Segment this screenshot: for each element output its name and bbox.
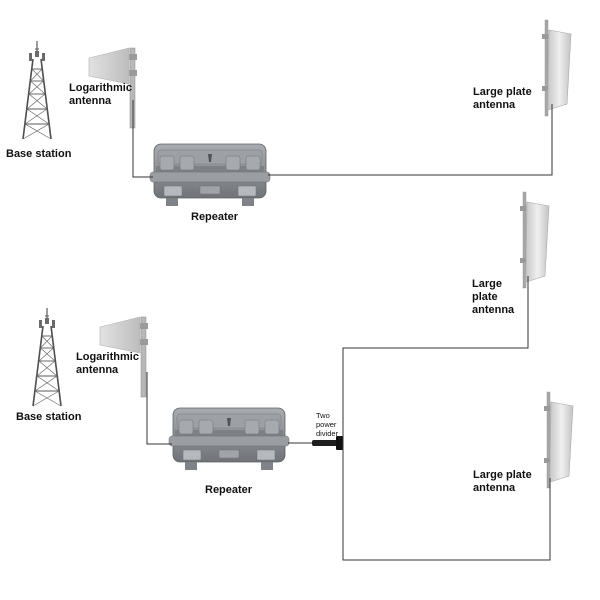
repeater-label-1: Repeater	[191, 211, 239, 223]
cable-divider-to-plate-3	[342, 443, 551, 561]
logarithmic-antenna-label-1: Logarithmic antenna	[69, 82, 132, 107]
logarithmic-antenna-label-2: Logarithmic antenna	[76, 351, 139, 376]
repeater-label-2: Repeater	[205, 484, 253, 496]
plate-antenna-3	[543, 391, 574, 489]
plate-antenna-label-3: Large plate antenna	[473, 469, 532, 494]
cable-divider-to-plate-2	[342, 276, 529, 443]
base-station-label-2: Base station	[16, 411, 82, 423]
repeater-unit-2	[168, 407, 290, 471]
cable-repeater-to-plate-1	[268, 104, 553, 176]
repeater-unit-1	[149, 143, 271, 207]
base-station-tower-1	[22, 40, 52, 140]
plate-antenna-2	[519, 191, 550, 289]
cable-log-to-repeater-2	[146, 372, 172, 445]
cable-log-to-repeater-1	[132, 100, 153, 178]
base-station-label-1: Base station	[6, 148, 72, 160]
plate-antenna-1	[541, 19, 572, 117]
plate-antenna-label-2: Large plate antenna	[472, 278, 515, 316]
plate-antenna-label-1: Large plate antenna	[473, 86, 532, 111]
base-station-tower-2	[32, 307, 62, 407]
power-divider-label: Two power divider	[316, 411, 339, 438]
power-divider	[312, 436, 343, 450]
